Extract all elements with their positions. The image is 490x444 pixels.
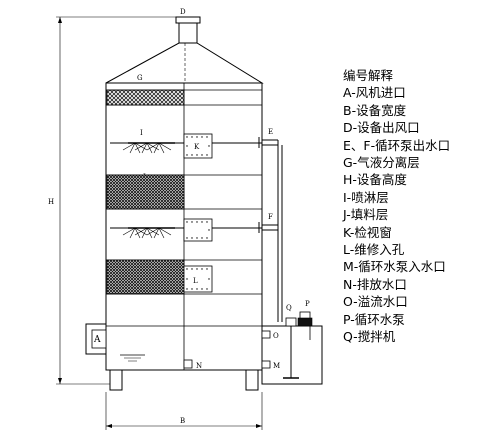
legend-item-p: P-循环水泵 [343,311,405,327]
label-a: A [93,335,101,345]
spray-layer-lower [110,218,262,242]
label-b: B [180,417,185,425]
dimension-h: H [48,16,176,385]
dimension-b: B [105,392,263,430]
legend-title: 编号解释 [343,68,394,83]
circulation-tank [261,325,323,385]
packing-layer-upper [106,174,185,210]
label-l: L [193,277,198,285]
label-g: G [137,74,143,82]
legend-item-ef: E、F-循环泵出水口 [343,137,451,153]
water-level [120,354,145,362]
label-d: D [180,8,186,16]
legend-item-k: K-检视窗 [343,224,392,240]
outlet-d: D [175,8,201,44]
legend-item-i: I-喷淋层 [343,189,389,205]
legend-item-m: M-循环水泵入水口 [343,259,446,275]
legend-item-n: N-排放水口 [343,276,407,292]
inspection-window-k [183,133,213,159]
legend-item-g: G-气液分离层 [343,155,420,171]
leg-right [245,369,259,391]
agitator-q: Q [283,304,299,379]
label-q: Q [286,304,292,312]
legend-item-j: J-填料层 [343,207,389,223]
label-e: E [268,128,273,136]
legend-item-l: L-维修入孔 [343,242,405,258]
packing-layer-lower [106,259,185,295]
legend-item-a: A-风机进口 [343,85,406,101]
circulation-pump-p: P [297,300,313,340]
label-n: N [196,362,202,370]
legend: 编号解释 A-风机进口 B-设备宽度 D-设备出风口 E、F-循环泵出水口 G-… [343,67,483,346]
label-k: K [194,143,200,151]
pump-outlet-f: F [258,213,278,233]
maintenance-hole-l: L [183,265,213,293]
legend-item-d: D-设备出风口 [343,120,420,136]
label-m: M [273,362,280,370]
legend-item-h: H-设备高度 [343,172,407,188]
pump-outlet-e: E [258,128,283,322]
drain-outlet-n: N [183,359,202,370]
inspection-window-lower [183,218,213,242]
legend-item-b: B-设备宽度 [343,102,407,118]
label-h: H [48,198,54,206]
pump-inlet-m: M [261,360,280,370]
label-f: F [268,213,273,221]
legend-item-q: Q-搅拌机 [343,329,396,345]
leg-left [109,369,123,391]
fan-inlet-a: A [85,323,107,355]
label-o: O [273,332,279,340]
gas-liquid-separation-layer: G [106,74,262,106]
conical-top [105,42,264,84]
label-i: I [140,129,143,137]
overflow-outlet-o: O [261,330,279,340]
legend-item-o: O-溢流水口 [343,294,408,310]
label-p: P [305,300,310,308]
